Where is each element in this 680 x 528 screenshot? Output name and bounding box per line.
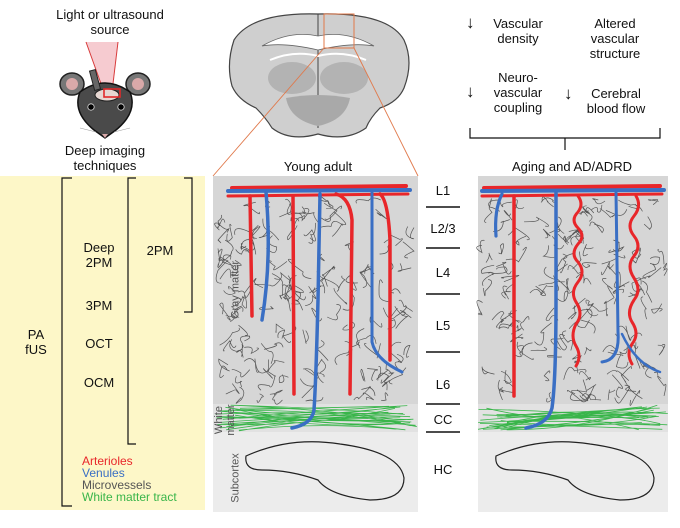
pial-artery-young-2 — [226, 192, 410, 198]
young-subcortex — [213, 432, 418, 512]
venule-aging-4 — [620, 332, 662, 374]
gray-matter-label: Gray matter — [229, 260, 242, 320]
decrease-arrow-icon: ↓ — [466, 82, 475, 101]
technique-deep-2pm: Deep 2PM — [83, 240, 115, 270]
decrease-arrow-icon: ↓ — [466, 13, 475, 32]
mouse-icon — [59, 68, 151, 139]
venule-young-2 — [290, 192, 322, 430]
layer-l4: L4 — [435, 265, 451, 280]
zoom-line-right — [353, 47, 419, 177]
young-adult-title: Young adult — [283, 159, 353, 174]
changes-bracket — [469, 128, 661, 150]
arteriole-aging-tortuous-1 — [571, 194, 584, 368]
pial-artery-young — [230, 184, 408, 190]
technique-2pm: 2PM — [146, 243, 174, 258]
pial-artery-aging-2 — [480, 192, 664, 198]
pial-vein-young — [226, 188, 412, 193]
brain-section — [228, 13, 410, 138]
venule-young-3 — [370, 190, 404, 374]
layer-l5: L5 — [435, 318, 451, 333]
arteriole-young-4 — [378, 192, 392, 362]
decrease-arrow-icon: ↓ — [564, 84, 573, 103]
layer-l1: L1 — [435, 183, 451, 198]
legend-microvessels: Microvessels — [82, 478, 152, 492]
source-label: Light or ultrasound source — [56, 7, 164, 37]
legend-arterioles: Arterioles — [82, 454, 133, 468]
venule-young-1 — [260, 190, 270, 322]
layer-dividers — [426, 206, 460, 433]
technique-3pm: 3PM — [85, 298, 113, 313]
microvessels-aging — [476, 196, 668, 406]
subcortex-label: Subcortex — [229, 453, 242, 503]
white-matter-fibers — [477, 404, 668, 431]
technique-ocm: OCM — [83, 375, 115, 390]
hippocampus-aging — [495, 441, 655, 501]
arteriole-aging-tortuous-2 — [627, 194, 641, 366]
change-neurovascular-coupling: Neuro- vascular coupling — [493, 70, 543, 115]
hippocampus-young — [245, 441, 405, 501]
zoom-line-left — [212, 47, 325, 177]
change-cerebral-blood-flow: Cerebral blood flow — [586, 86, 646, 116]
vessels-young — [226, 184, 412, 430]
layer-hc: HC — [433, 462, 453, 477]
pial-vein-aging — [480, 188, 666, 193]
change-altered-structure: Altered vascular structure — [589, 16, 641, 61]
layer-cc: CC — [433, 412, 453, 427]
venule-aging-3 — [600, 190, 620, 364]
arteriole-young-3 — [334, 192, 354, 396]
light-cone — [86, 42, 118, 92]
deep-imaging-label: Deep imaging techniques — [64, 143, 146, 173]
legend-venules: Venules — [82, 466, 125, 480]
bracket-deep — [127, 177, 136, 445]
arteriole-young-1 — [248, 194, 254, 318]
aging-subcortex — [478, 432, 668, 512]
technique-oct: OCT — [85, 336, 113, 351]
technique-pa-fus: PA fUS — [25, 327, 47, 357]
venule-aging-2 — [524, 190, 558, 430]
technique-panel — [0, 176, 205, 510]
legend-white-matter-tract: White matter tract — [82, 490, 177, 504]
layer-l2-3: L2/3 — [430, 221, 456, 236]
microvessel-net — [476, 196, 668, 406]
pial-artery-aging — [482, 184, 662, 190]
white-matter-label: White matter — [213, 404, 237, 436]
aging-title: Aging and AD/ADRD — [512, 159, 632, 174]
layer-l6: L6 — [435, 377, 451, 392]
arteriole-young-2 — [291, 194, 296, 396]
vessels-aging — [480, 184, 666, 430]
change-vascular-density: Vascular density — [493, 16, 543, 46]
white-matter-tract-aging — [477, 404, 668, 431]
bracket-2pm — [184, 177, 193, 313]
bracket-pa-fus — [61, 177, 72, 507]
venule-aging-1 — [494, 192, 504, 238]
